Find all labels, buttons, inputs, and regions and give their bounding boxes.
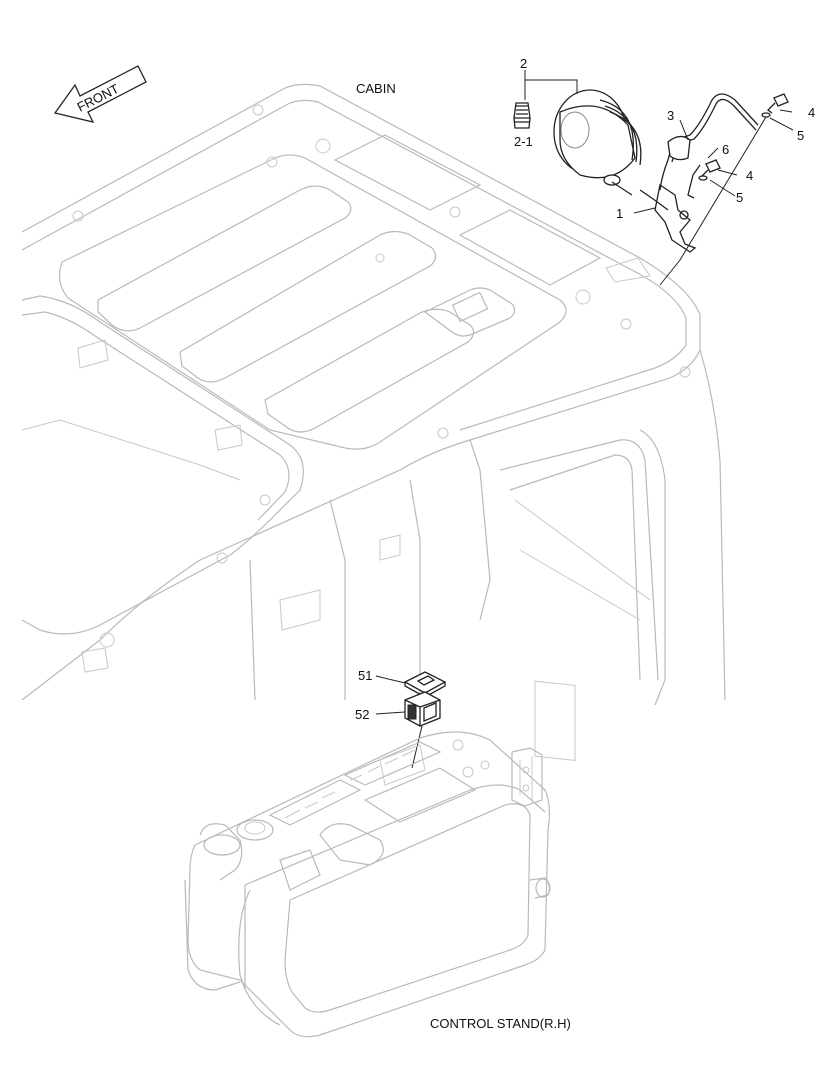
callout-5a: 5 (797, 128, 804, 143)
control-stand-drawing (184, 731, 551, 1038)
switch-cap-part (403, 671, 447, 698)
control-stand-title: CONTROL STAND(R.H) (430, 1016, 571, 1031)
callout-3: 3 (667, 108, 674, 123)
callout-2: 2 (520, 56, 527, 71)
callout-5b: 5 (736, 190, 743, 205)
harness-part (659, 93, 759, 191)
cabin-roof-drawing (21, 83, 726, 761)
callout-6: 6 (722, 142, 729, 157)
bracket-part (639, 183, 697, 253)
beacon-lamp-part (553, 89, 642, 196)
callout-4b: 4 (746, 168, 753, 183)
screw-parts (687, 93, 789, 199)
callout-2-1: 2-1 (514, 134, 533, 149)
callout-1: 1 (616, 206, 623, 221)
rocker-switch-part (404, 691, 441, 727)
callout-4a: 4 (808, 105, 815, 120)
callout-52: 52 (355, 707, 369, 722)
bulb-part (513, 102, 531, 129)
front-arrow-icon: FRONT (53, 65, 147, 123)
cabin-title: CABIN (356, 81, 396, 96)
leader-lines (524, 70, 794, 214)
callout-51: 51 (358, 668, 372, 683)
